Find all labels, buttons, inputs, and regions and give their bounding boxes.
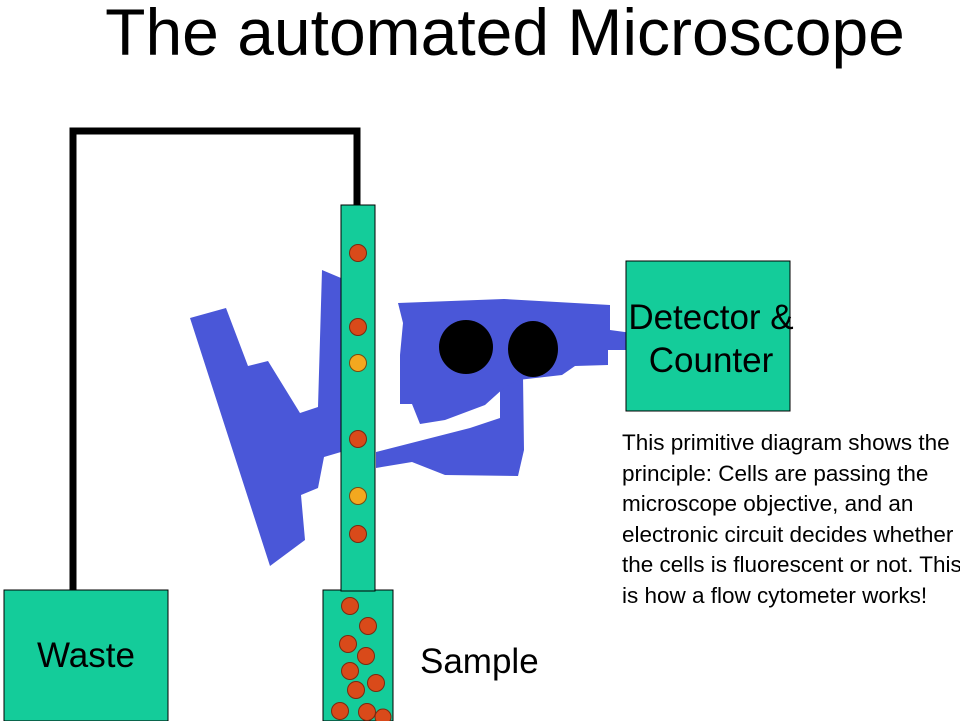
cell-red [331, 702, 349, 720]
cell-red [358, 703, 376, 721]
cell-red [357, 647, 375, 665]
waste-container [3, 589, 169, 721]
cell-red [341, 597, 359, 615]
microscope-icon [190, 270, 632, 566]
cell-red [349, 318, 367, 336]
cell-red [349, 525, 367, 543]
detector-label: Detector & Counter [628, 298, 794, 380]
waste-label: Waste [37, 636, 135, 675]
slide-title: The automated Microscope [105, 0, 905, 69]
cell-red [374, 708, 392, 721]
cell-yellow [349, 354, 367, 372]
detector-box [625, 260, 791, 412]
cell-red [341, 662, 359, 680]
cell-red [349, 430, 367, 448]
cell-red [349, 244, 367, 262]
cell-red [339, 635, 357, 653]
cell-red [359, 617, 377, 635]
tubing-line [69, 127, 361, 590]
sample-label: Sample [420, 642, 539, 681]
description-text: This primitive diagram shows the princip… [622, 430, 960, 608]
cell-yellow [349, 487, 367, 505]
cell-red [347, 681, 365, 699]
cell-red [367, 674, 385, 692]
